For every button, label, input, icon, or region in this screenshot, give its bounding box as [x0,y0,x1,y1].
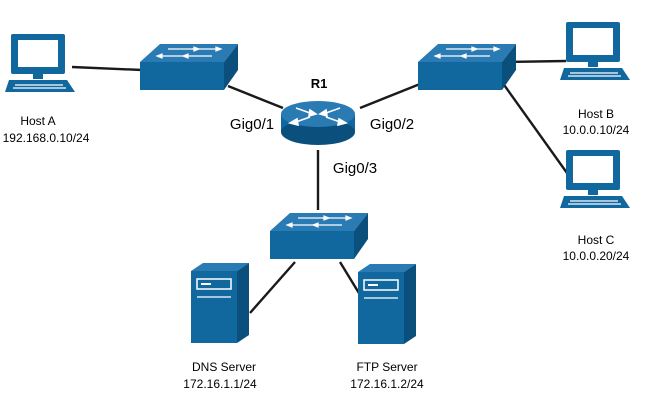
router-r1-router-icon[interactable] [281,101,355,145]
link-switch3-dns [249,261,296,314]
port-gig0-3-label: Gig0/3 [332,160,378,177]
host-a-name-label: Host A [20,114,56,128]
link-router-switch2 [359,82,421,110]
dns-server-ip-label: 172.16.1.1/24 [183,377,257,391]
host-c-desktop-computer-icon[interactable] [559,149,631,209]
host-a-ip-label: 192.168.0.10/24 [2,131,90,145]
host-b-desktop-computer-icon[interactable] [559,21,631,81]
router-name-label: R1 [310,76,328,91]
port-gig0-1-label: Gig0/1 [229,116,275,133]
switch-2-switch-icon[interactable] [417,43,517,91]
links [71,59,573,314]
dns-server-server-tower-icon[interactable] [190,262,250,344]
host-c-ip-label: 10.0.0.20/24 [562,249,630,263]
port-gig0-2-label: Gig0/2 [369,116,415,133]
switch-3-switch-icon[interactable] [269,212,369,260]
host-b-ip-label: 10.0.0.10/24 [562,123,630,137]
ftp-server-server-tower-icon[interactable] [357,263,417,345]
ftp-server-name-label: FTP Server [356,360,418,374]
dns-server-name-label: DNS Server [191,360,257,374]
link-switch2-hostc [501,81,573,181]
host-c-name-label: Host C [577,233,615,247]
link-hosta-switch1 [71,65,143,72]
switch-1-switch-icon[interactable] [139,43,239,91]
host-b-name-label: Host B [577,107,615,121]
host-a-desktop-computer-icon[interactable] [4,33,76,93]
link-switch1-router [227,84,284,110]
ftp-server-ip-label: 172.16.1.2/24 [350,377,424,391]
